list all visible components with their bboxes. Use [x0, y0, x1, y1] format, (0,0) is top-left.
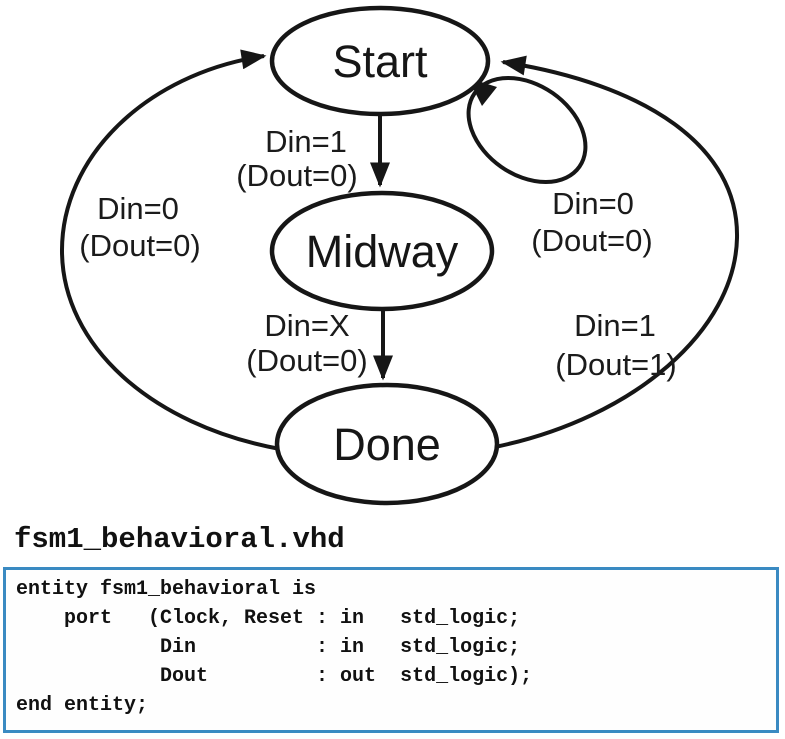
- code-box: entity fsm1_behavioral is port (Clock, R…: [3, 567, 779, 733]
- state-diagram: Start Midway Done Din=1 (Dout=0) Din=X (…: [59, 5, 740, 506]
- state-start-label: Start: [332, 36, 428, 87]
- state-start: Start: [269, 5, 491, 117]
- label-start-to-midway-condition: Din=1: [265, 124, 347, 159]
- label-done-to-start-right-output: (Dout=1): [555, 347, 676, 382]
- state-midway: Midway: [269, 190, 495, 312]
- code-line: Din : in std_logic;: [16, 636, 521, 659]
- transition-done-to-start-right: [494, 55, 740, 449]
- code-line: port (Clock, Reset : in std_logic;: [16, 607, 521, 630]
- state-midway-ellipse: [269, 190, 495, 312]
- code-line: entity fsm1_behavioral is: [16, 578, 317, 601]
- label-done-to-start-left: Din=0 (Dout=0): [79, 191, 200, 263]
- state-start-ellipse: [269, 5, 491, 117]
- label-start-to-midway-output: (Dout=0): [236, 158, 357, 193]
- state-done-ellipse: [274, 382, 500, 506]
- state-midway-label: Midway: [306, 226, 459, 277]
- label-midway-to-done-output: (Dout=0): [246, 343, 367, 378]
- label-done-to-start-left-output: (Dout=0): [79, 228, 200, 263]
- state-done: Done: [274, 382, 500, 506]
- label-start-to-midway: Din=1 (Dout=0): [236, 124, 357, 193]
- label-start-self-loop-condition: Din=0: [552, 186, 634, 221]
- code-line: Dout : out std_logic);: [16, 665, 533, 688]
- label-done-to-start-left-condition: Din=0: [97, 191, 179, 226]
- label-start-self-loop-output: (Dout=0): [531, 223, 652, 258]
- label-midway-to-done: Din=X (Dout=0): [246, 308, 367, 378]
- state-done-label: Done: [333, 419, 441, 470]
- label-midway-to-done-condition: Din=X: [264, 308, 350, 343]
- filename-label: fsm1_behavioral.vhd: [14, 523, 345, 556]
- transition-done-to-start-left: [59, 49, 281, 451]
- label-start-self-loop: Din=0 (Dout=0): [531, 186, 652, 258]
- label-done-to-start-right-condition: Din=1: [574, 308, 656, 343]
- transition-start-self-loop: [466, 75, 588, 185]
- label-done-to-start-right: Din=1 (Dout=1): [555, 308, 676, 382]
- code-line: end entity;: [16, 694, 149, 717]
